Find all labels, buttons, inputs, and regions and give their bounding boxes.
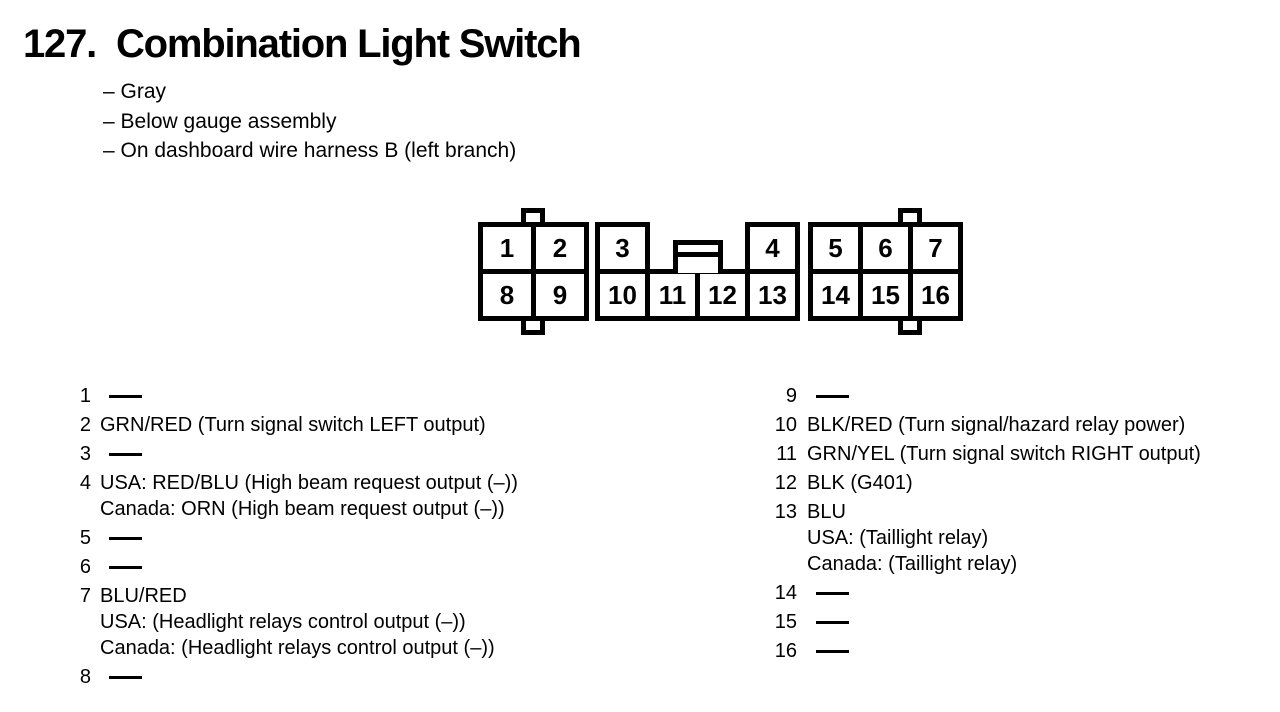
pin-cavity-14: 14 [813, 274, 858, 316]
pin-row-11: 11 GRN/YEL (Turn signal switch RIGHT out… [773, 441, 1201, 467]
no-wire-dash [109, 453, 142, 456]
pin-number: 13 [774, 501, 797, 523]
pin-row-4: 4 USA: RED/BLU (High beam request output… [78, 470, 518, 522]
pin-row-13: 13 BLU USA: (Taillight relay) Canada: (T… [773, 499, 1201, 577]
pin-row-16: 16 [773, 638, 1201, 664]
no-wire-dash [109, 537, 142, 540]
pin-cavity-2: 2 [536, 227, 584, 269]
pin-number: 1 [79, 385, 91, 407]
pin-description: BLK (G401) [807, 470, 913, 496]
pin-row-14: 14 [773, 580, 1201, 606]
no-wire-dash [816, 395, 849, 398]
pin-cavity-11: 11 [650, 274, 695, 316]
pin-desc-line: USA: (Taillight relay) [807, 527, 989, 549]
connector-block-middle: 3 4 10 11 12 13 [595, 219, 800, 321]
pin-desc-line: BLK/RED (Turn signal/hazard relay power) [807, 414, 1186, 436]
pin-number: 3 [79, 443, 91, 465]
pin-number: 4 [79, 472, 91, 494]
no-wire-dash [816, 592, 849, 595]
pin-row-3: 3 [78, 441, 518, 467]
pin-cavity-4: 4 [750, 227, 795, 269]
pin-description: GRN/YEL (Turn signal switch RIGHT output… [807, 441, 1201, 467]
pin-desc-line: BLU/RED [100, 585, 187, 607]
pin-description [100, 554, 142, 580]
pin-desc-line: USA: RED/BLU (High beam request output (… [100, 472, 518, 494]
pin-desc-line: BLU [807, 501, 846, 523]
pin-list-right: 9 10 BLK/RED (Turn signal/hazard relay p… [773, 383, 1201, 667]
pin-number: 8 [79, 666, 91, 688]
pin-desc-line: BLK (G401) [807, 472, 913, 494]
pin-row-9: 9 [773, 383, 1201, 409]
pin-number: 2 [79, 414, 91, 436]
pin-number: 14 [774, 582, 797, 604]
no-wire-dash [109, 676, 142, 679]
connector-notes: – Gray – Below gauge assembly – On dashb… [103, 77, 516, 166]
pin-row-10: 10 BLK/RED (Turn signal/hazard relay pow… [773, 412, 1201, 438]
open-area-top-gap [650, 219, 745, 228]
connector-block-right: 5 6 7 14 15 16 [808, 222, 963, 321]
connector-keyway [673, 240, 723, 273]
pin-row-7: 7 BLU/RED USA: (Headlight relays control… [78, 583, 518, 661]
pin-row-6: 6 [78, 554, 518, 580]
pin-description: BLU USA: (Taillight relay) Canada: (Tail… [807, 499, 1017, 577]
pin-description [100, 664, 142, 690]
pin-description [100, 383, 142, 409]
pin-cavity-12: 12 [700, 274, 745, 316]
pin-cavity-3: 3 [600, 227, 645, 269]
pin-desc-line: Canada: (Headlight relays control output… [100, 637, 495, 659]
pin-number: 6 [79, 556, 91, 578]
connector-block-left: 1 2 8 9 [478, 222, 589, 321]
pin-list-left: 1 2 GRN/RED (Turn signal switch LEFT out… [78, 383, 518, 693]
note-color: – Gray [103, 80, 167, 103]
pin-desc-line: GRN/YEL (Turn signal switch RIGHT output… [807, 443, 1201, 465]
pin-description: USA: RED/BLU (High beam request output (… [100, 470, 518, 522]
pin-cavity-16: 16 [913, 274, 958, 316]
pin-cavity-13: 13 [750, 274, 795, 316]
pin-row-8: 8 [78, 664, 518, 690]
pin-description [807, 609, 849, 635]
pin-cavity-10: 10 [600, 274, 645, 316]
pin-cavity-7: 7 [913, 227, 958, 269]
no-wire-dash [109, 395, 142, 398]
pin-row-1: 1 [78, 383, 518, 409]
pin-description [807, 580, 849, 606]
pin-cavity-1: 1 [483, 227, 531, 269]
section-number: 127. [23, 22, 97, 66]
page-title: Combination Light Switch [116, 22, 582, 66]
pin-number: 12 [774, 472, 797, 494]
no-wire-dash [816, 621, 849, 624]
no-wire-dash [109, 566, 142, 569]
note-harness: – On dashboard wire harness B (left bran… [103, 139, 517, 162]
pin-desc-line: USA: (Headlight relays control output (–… [100, 611, 466, 633]
pin-description [100, 525, 142, 551]
pin-number: 9 [785, 385, 797, 407]
pin-row-12: 12 BLK (G401) [773, 470, 1201, 496]
pin-row-5: 5 [78, 525, 518, 551]
pin-number: 7 [79, 585, 91, 607]
pin-number: 15 [774, 611, 797, 633]
pin-row-2: 2 GRN/RED (Turn signal switch LEFT outpu… [78, 412, 518, 438]
pin-description: BLU/RED USA: (Headlight relays control o… [100, 583, 495, 661]
pin-cavity-8: 8 [483, 274, 531, 316]
pin-number: 16 [774, 640, 797, 662]
no-wire-dash [816, 650, 849, 653]
pin-number: 5 [79, 527, 91, 549]
note-location: – Below gauge assembly [103, 109, 337, 133]
pin-desc-line: GRN/RED (Turn signal switch LEFT output) [100, 414, 486, 436]
pin-number: 10 [774, 414, 797, 436]
pin-desc-line: Canada: ORN (High beam request output (–… [100, 498, 505, 520]
pin-description [807, 383, 849, 409]
keyway-bar [678, 252, 718, 257]
pin-cavity-5: 5 [813, 227, 858, 269]
pin-cavity-15: 15 [863, 274, 908, 316]
pin-number: 11 [776, 443, 797, 465]
pin-description [807, 638, 849, 664]
pin-description [100, 441, 142, 467]
pin-row-15: 15 [773, 609, 1201, 635]
pin-cavity-6: 6 [863, 227, 908, 269]
pin-desc-line: Canada: (Taillight relay) [807, 553, 1018, 575]
pin-description: BLK/RED (Turn signal/hazard relay power) [807, 412, 1185, 438]
pin-description: GRN/RED (Turn signal switch LEFT output) [100, 412, 486, 438]
pin-cavity-9: 9 [536, 274, 584, 316]
